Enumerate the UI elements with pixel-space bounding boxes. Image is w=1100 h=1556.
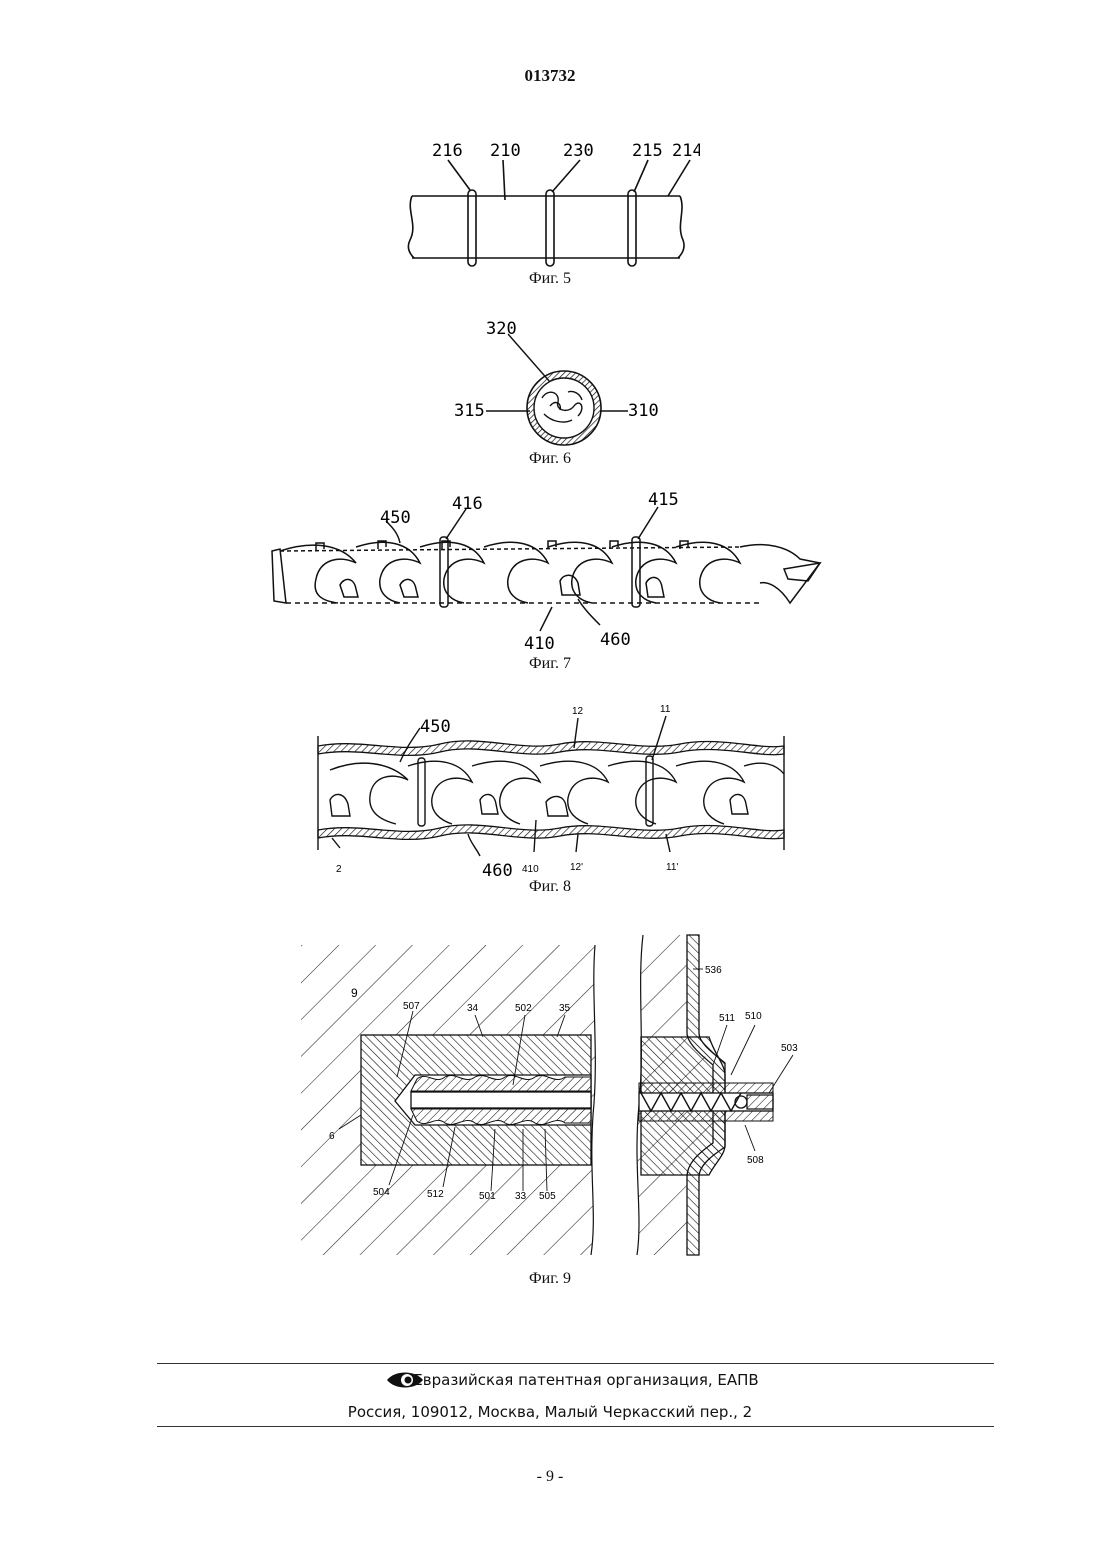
fig7-label-460: 460 xyxy=(600,630,631,650)
figure-7-caption: Фиг. 7 xyxy=(450,655,650,673)
fig9-label-35: 35 xyxy=(559,1003,571,1014)
fig8-label-2: 2 xyxy=(336,864,342,875)
fig9-label-510: 510 xyxy=(745,1011,762,1022)
page-number: - 9 - xyxy=(0,1468,1100,1486)
fig6-label-315: 315 xyxy=(454,401,485,421)
fig9-label-502: 502 xyxy=(515,1003,532,1014)
fig9-label-34: 34 xyxy=(467,1003,479,1014)
document-number: 013732 xyxy=(0,66,1100,86)
figure-9-caption: Фиг. 9 xyxy=(450,1270,650,1288)
figure-8-drawing: 450 12 11 2 460 410 12' 11' xyxy=(300,700,800,880)
fig5-label-230: 230 xyxy=(563,141,594,161)
figure-9-drawing: 9 507 34 502 35 536 511 510 503 6 504 51… xyxy=(295,915,815,1265)
fig5-label-216: 216 xyxy=(432,141,463,161)
footer-organization: Евразийская патентная организация, ЕАПВ xyxy=(0,1371,1100,1389)
figure-5-caption: Фиг. 5 xyxy=(450,270,650,288)
fig8-label-12: 12 xyxy=(572,706,584,717)
fig7-label-416: 416 xyxy=(452,494,483,514)
figure-8-caption: Фиг. 8 xyxy=(450,878,650,896)
fig9-label-501: 501 xyxy=(479,1191,496,1202)
fig8-label-410: 410 xyxy=(522,864,539,875)
fig9-label-6: 6 xyxy=(329,1131,335,1142)
figure-6-caption: Фиг. 6 xyxy=(450,450,650,468)
fig9-label-511: 511 xyxy=(719,1013,735,1024)
fig9-label-507: 507 xyxy=(403,1001,420,1012)
fig8-label-11-prime: 11' xyxy=(666,862,678,873)
fig9-label-504: 504 xyxy=(373,1187,390,1198)
fig9-label-9: 9 xyxy=(351,986,358,1000)
footer-address: Россия, 109012, Москва, Малый Черкасский… xyxy=(0,1403,1100,1421)
fig7-label-410: 410 xyxy=(524,634,555,654)
fig7-label-450: 450 xyxy=(380,508,411,528)
fig8-label-12-prime: 12' xyxy=(570,862,583,873)
footer-bottom-rule xyxy=(157,1426,994,1427)
figure-5-drawing: 216 210 230 215 214 xyxy=(400,130,700,280)
fig8-label-450: 450 xyxy=(420,717,451,737)
fig6-label-310: 310 xyxy=(628,401,659,421)
fig5-label-210: 210 xyxy=(490,141,521,161)
fig5-label-214: 214 xyxy=(672,141,700,161)
fig5-label-215: 215 xyxy=(632,141,663,161)
fig9-label-536: 536 xyxy=(705,965,722,976)
fig9-label-503: 503 xyxy=(781,1043,798,1054)
figure-7-drawing: 450 416 415 410 460 xyxy=(260,485,840,655)
fig6-label-320: 320 xyxy=(486,319,517,339)
fig9-label-508: 508 xyxy=(747,1155,764,1166)
footer-top-rule xyxy=(157,1363,994,1364)
fig9-label-33: 33 xyxy=(515,1191,527,1202)
fig7-label-415: 415 xyxy=(648,490,679,510)
fig9-label-505: 505 xyxy=(539,1191,556,1202)
figure-6-drawing: 320 315 310 xyxy=(440,310,680,455)
fig8-label-11: 11 xyxy=(660,704,671,715)
fig9-label-512: 512 xyxy=(427,1189,444,1200)
